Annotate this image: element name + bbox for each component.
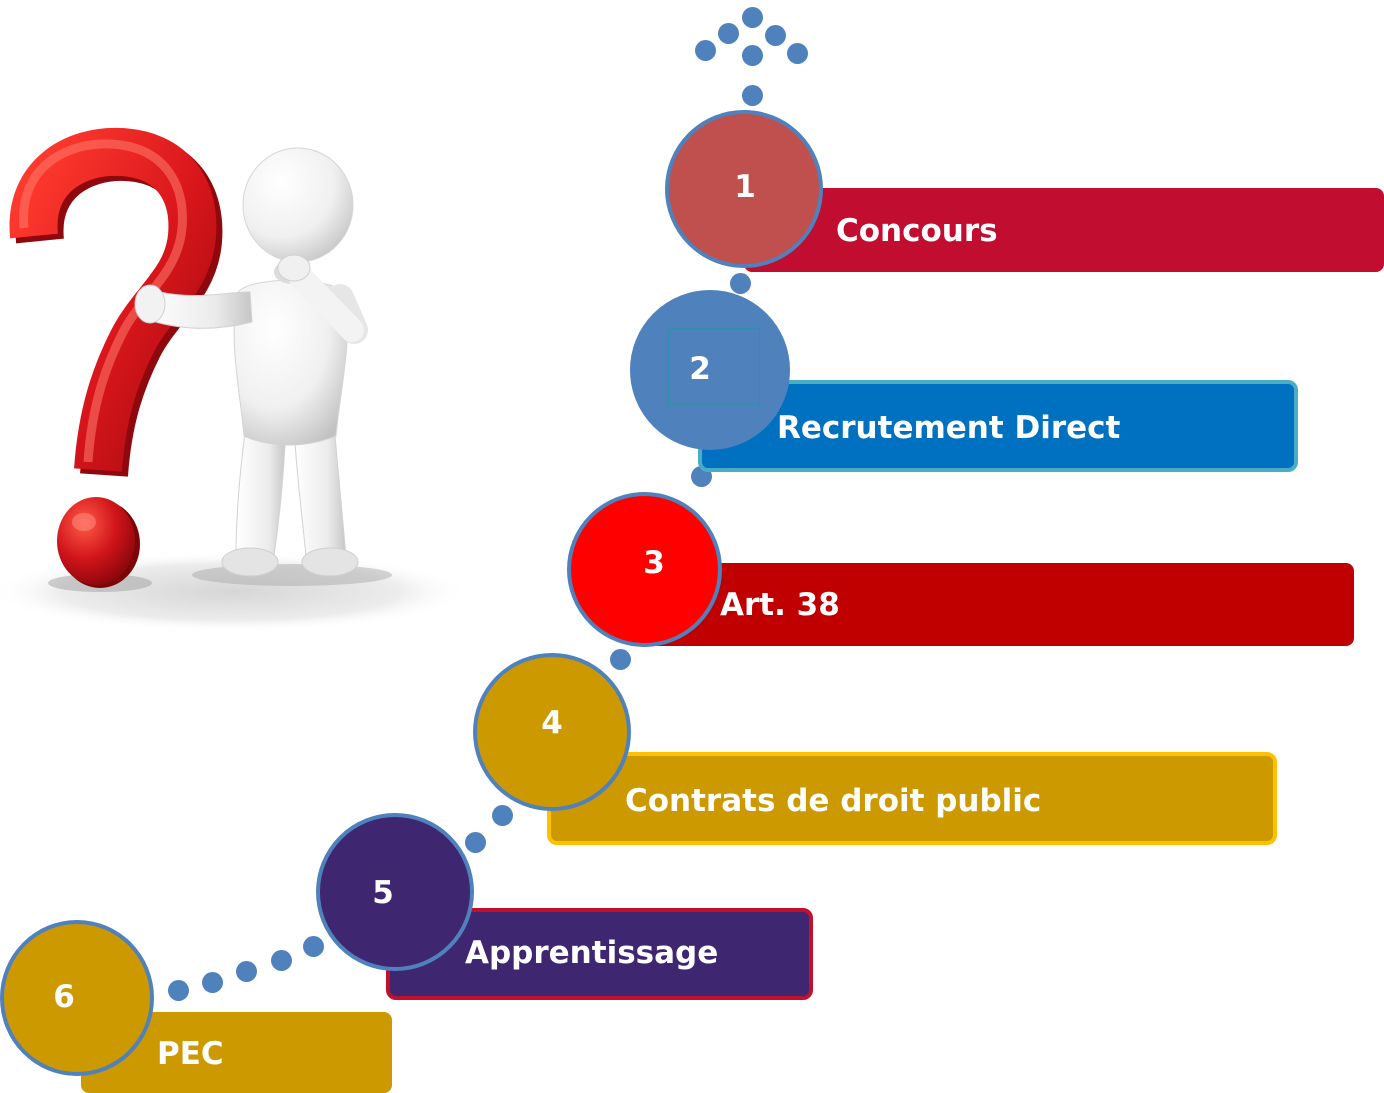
question-mark-icon [9, 127, 223, 588]
number-text-frame [668, 328, 760, 405]
step-bar [547, 752, 1277, 845]
step-label: Contrats de droit public [625, 782, 1042, 819]
step-bar [698, 380, 1298, 472]
connector-dot [741, 44, 763, 66]
step-circle [567, 492, 722, 647]
step-number: 6 [53, 979, 75, 1015]
step-number: 5 [372, 874, 394, 911]
connector-dot [464, 831, 486, 853]
step-label: Apprentissage [465, 935, 719, 971]
connector-dot [694, 39, 716, 61]
connector-dot [167, 979, 189, 1001]
step-number: 2 [689, 350, 711, 387]
connector-dot [609, 648, 631, 670]
connector-dot [201, 971, 223, 993]
thinking-person-question-mark-icon [0, 110, 470, 630]
connector-dot [764, 24, 786, 46]
connector-dot [741, 84, 763, 106]
step-number: 3 [643, 544, 665, 581]
connector-dot [302, 935, 324, 957]
step-number: 1 [734, 168, 756, 205]
step-circle [630, 290, 790, 450]
connector-dot [235, 960, 257, 982]
connector-dot [717, 22, 739, 44]
connector-dot [491, 804, 513, 826]
step-number: 4 [541, 704, 563, 741]
step-bar [640, 563, 1354, 646]
step-circle [473, 653, 631, 811]
connector-dot [729, 272, 751, 294]
step-label: PEC [157, 1035, 224, 1072]
step-circle [665, 110, 823, 268]
step-label: Art. 38 [720, 586, 840, 623]
step-circle [316, 813, 474, 971]
step-label: Concours [836, 212, 998, 249]
connector-dot [741, 6, 763, 28]
step-label: Recrutement Direct [777, 409, 1121, 446]
connector-dot [270, 949, 292, 971]
step-circle [0, 920, 154, 1076]
step-bar [744, 188, 1384, 272]
thinking-person-figure [134, 147, 368, 577]
connector-dot [786, 42, 808, 64]
